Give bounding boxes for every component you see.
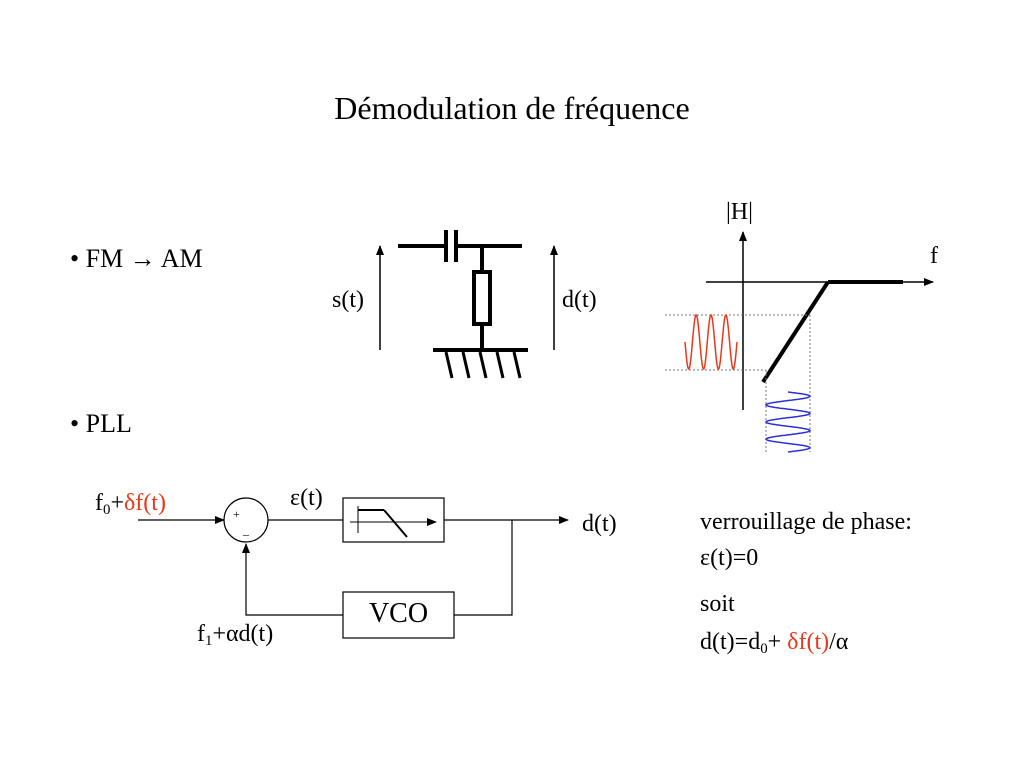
pll-feedback-label: f1+αd(t) — [197, 621, 274, 650]
note-output-formula: d(t)=d0+ δf(t)/α — [700, 629, 849, 658]
bullet-fm-am: • FM → AM — [70, 244, 203, 273]
response-plot — [665, 231, 934, 453]
pll-diagram — [138, 497, 569, 639]
ground-hatch — [444, 351, 522, 379]
input-frequency-wave — [684, 314, 738, 370]
output-amplitude-wave — [765, 391, 811, 453]
circuit-output-label: d(t) — [562, 287, 597, 313]
resistor — [472, 270, 492, 326]
page-title: Démodulation de fréquence — [334, 90, 690, 126]
circuit-input-label: s(t) — [332, 287, 364, 313]
pll-output-label: d(t) — [582, 511, 617, 537]
sum-minus-sign: – — [243, 527, 249, 541]
note-phase-lock: verrouillage de phase: — [700, 509, 912, 535]
sum-plus-sign: + — [233, 507, 240, 521]
note-soit: soit — [700, 591, 735, 617]
response-slope — [761, 280, 830, 384]
pll-input-label: f0+δf(t) — [95, 490, 166, 519]
rc-circuit — [376, 230, 558, 379]
response-y-label: |H| — [726, 199, 753, 225]
pll-error-label: ε(t) — [290, 485, 323, 511]
feedback-to-vco — [454, 520, 513, 616]
response-x-label: f — [930, 243, 938, 269]
feedback-to-sum — [242, 543, 343, 616]
filter-icon — [350, 506, 437, 538]
bullet-pll: • PLL — [70, 409, 132, 438]
note-epsilon-zero: ε(t)=0 — [700, 545, 759, 571]
vco-label: VCO — [368, 598, 429, 629]
